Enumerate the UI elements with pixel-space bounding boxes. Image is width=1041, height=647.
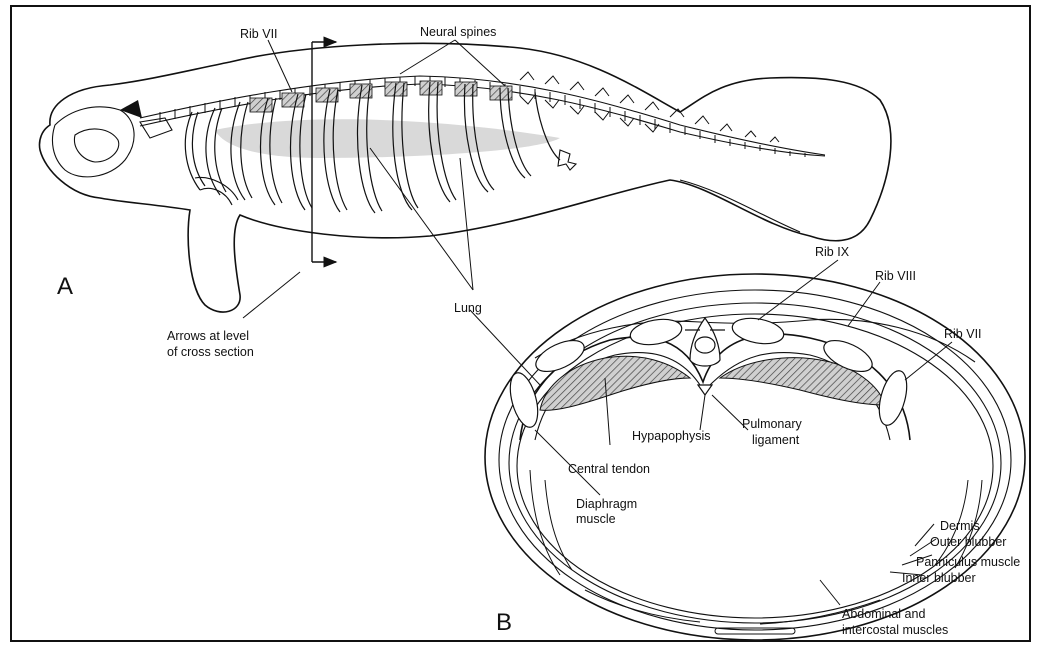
label-diaphragm-line2: muscle (576, 512, 616, 526)
label-panniculus-muscle: Panniculus muscle (916, 555, 1020, 569)
lung-side-view (215, 119, 560, 158)
label-rib-vii-section: Rib VII (944, 327, 982, 341)
label-central-tendon: Central tendon (568, 462, 650, 476)
panel-label-a: A (57, 273, 73, 300)
label-rib-vii-top: Rib VII (240, 27, 278, 41)
label-rib-viii: Rib VIII (875, 269, 916, 283)
label-dermis: Dermis (940, 519, 980, 533)
label-pulmonary-line1: Pulmonary (742, 417, 802, 431)
label-arrows-line2: of cross section (167, 345, 254, 359)
label-outer-blubber: Outer blubber (930, 535, 1006, 549)
label-neural-spines: Neural spines (420, 25, 496, 39)
manatee-side-view (39, 40, 890, 318)
jaw-detail (140, 118, 172, 138)
label-rib-ix: Rib IX (815, 245, 850, 259)
skull-detail (74, 129, 118, 162)
pelvic-vestige (558, 150, 576, 170)
skull-outline (52, 107, 134, 177)
label-diaphragm-line1: Diaphragm (576, 497, 637, 511)
label-arrows-line1: Arrows at level (167, 329, 249, 343)
panel-label-b: B (496, 609, 512, 636)
label-abdominal-line2: intercostal muscles (842, 623, 948, 637)
label-inner-blubber: Inner blubber (902, 571, 976, 585)
skull-dark-mark (120, 100, 142, 118)
label-abdominal-line1: Abdominal and (842, 607, 925, 621)
label-pulmonary-line2: ligament (752, 433, 800, 447)
label-hypapophysis: Hypapophysis (632, 429, 711, 443)
label-lung: Lung (454, 301, 482, 315)
vertebra-cross-section (685, 318, 725, 395)
